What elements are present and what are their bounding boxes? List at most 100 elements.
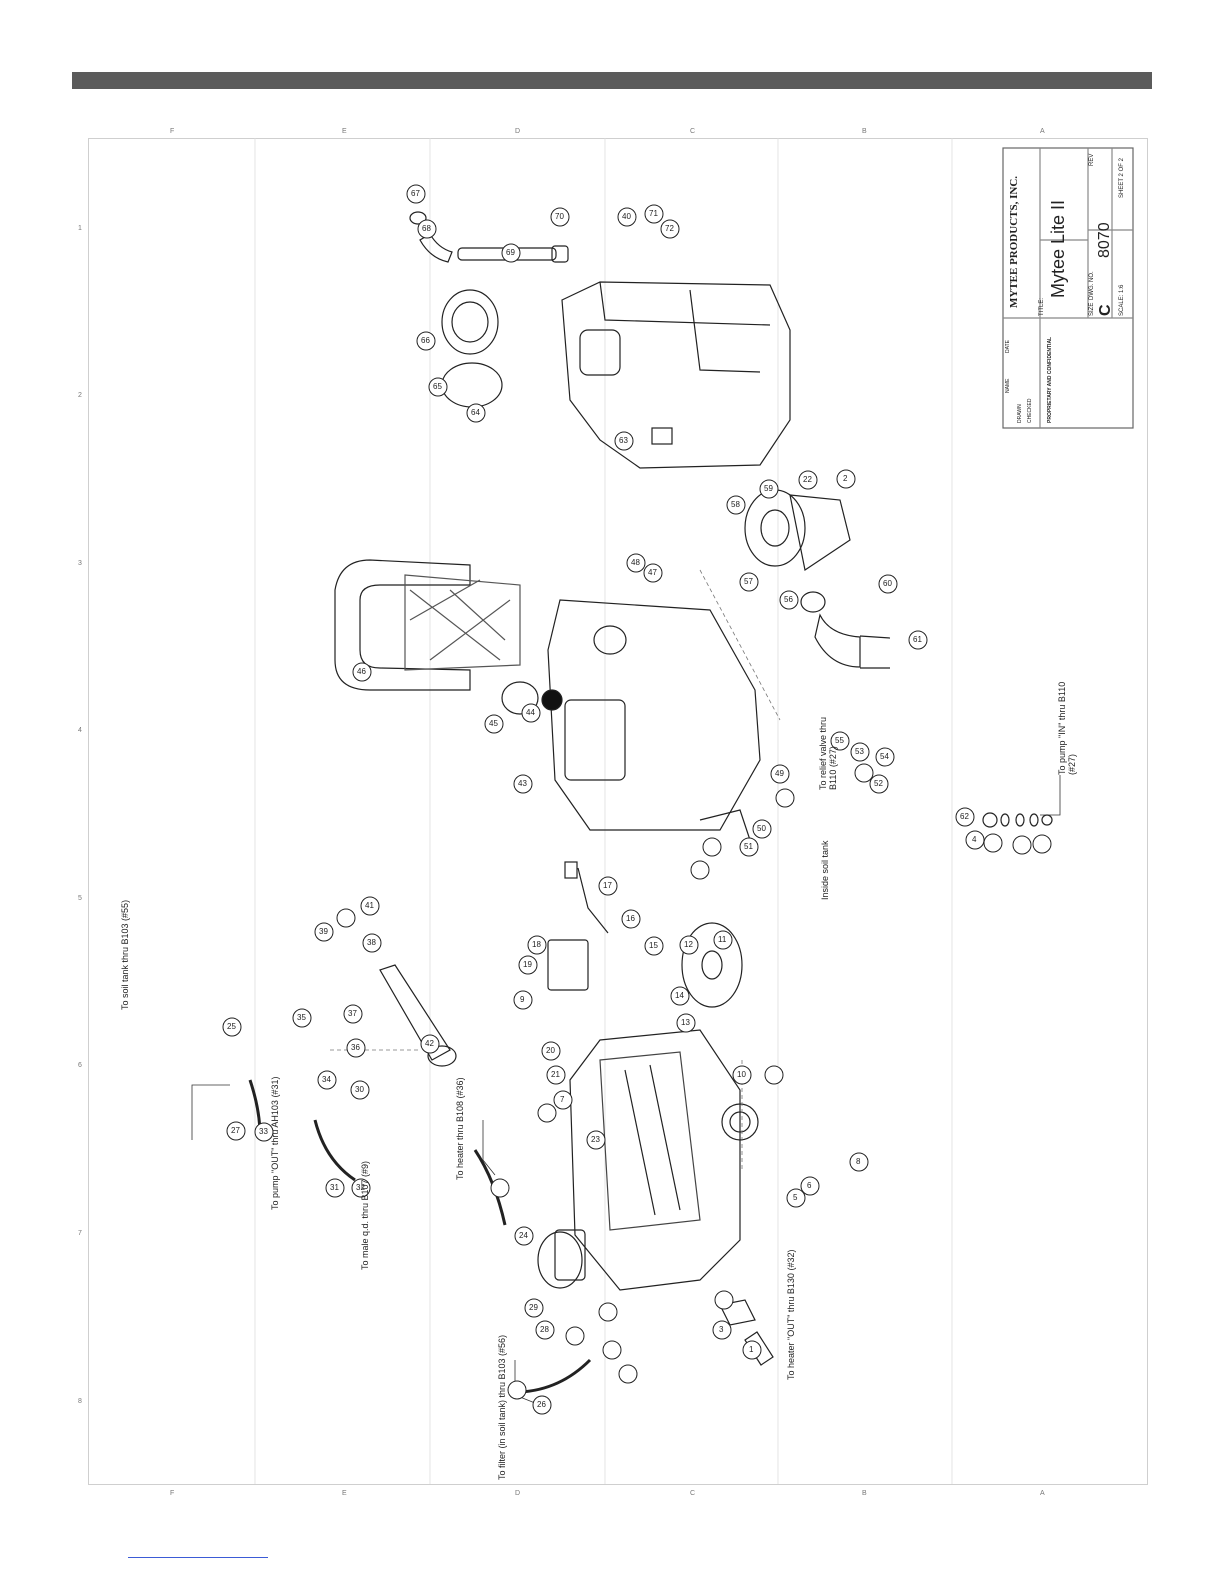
- balloon-9: 9: [520, 995, 525, 1004]
- note-to-soil-tank: To soil tank thru B103 (#55): [120, 899, 130, 1010]
- title-block-text: MYTEE PRODUCTS, INC. TITLE: Mytee Lite I…: [1003, 148, 1133, 428]
- balloon-24: 24: [519, 1231, 528, 1240]
- balloon-18: 18: [532, 940, 541, 949]
- balloon-62: 62: [960, 812, 969, 821]
- scale-label: SCALE: 1:6: [1119, 284, 1125, 316]
- balloon-41: 41: [365, 901, 374, 910]
- balloon-38: 38: [367, 938, 376, 947]
- name-label: NAME: [1005, 378, 1011, 393]
- balloon-12: 12: [684, 940, 693, 949]
- balloon-23: 23: [591, 1135, 600, 1144]
- balloon-17: 17: [603, 881, 612, 890]
- zone-label: 3: [78, 560, 82, 567]
- balloon-46: 46: [357, 667, 366, 676]
- balloon-37: 37: [348, 1009, 357, 1018]
- zone-label: B: [862, 128, 867, 135]
- zone-label: E: [342, 1490, 347, 1497]
- balloon-65: 65: [433, 382, 442, 391]
- balloon-1: 1: [749, 1345, 754, 1354]
- balloon-14: 14: [675, 991, 684, 1000]
- balloon-55: 55: [835, 736, 844, 745]
- balloon-28: 28: [540, 1325, 549, 1334]
- proprietary-heading: PROPRIETARY AND CONFIDENTIAL: [1047, 336, 1053, 423]
- balloon-72: 72: [665, 224, 674, 233]
- zone-label: C: [690, 1490, 696, 1497]
- balloon-25: 25: [227, 1022, 236, 1031]
- balloon-30: 30: [355, 1085, 364, 1094]
- zone-label: A: [1040, 128, 1045, 135]
- zone-label: D: [515, 128, 521, 135]
- balloon-31: 31: [330, 1183, 339, 1192]
- balloon-54: 54: [880, 752, 889, 761]
- balloon-43: 43: [518, 779, 527, 788]
- balloon-6: 6: [807, 1181, 812, 1190]
- balloon-16: 16: [626, 914, 635, 923]
- balloon-70: 70: [555, 212, 564, 221]
- note-inside-soil-tank: Inside soil tank: [820, 840, 830, 900]
- size-value: C: [1097, 304, 1114, 316]
- balloon-68: 68: [422, 224, 431, 233]
- zone-label: A: [1040, 1490, 1045, 1497]
- zone-label: 1: [78, 225, 82, 232]
- note-to-relief: To relief valve thru B110 (#27): [818, 716, 838, 790]
- zone-label: 8: [78, 1398, 82, 1405]
- zone-label: D: [515, 1490, 521, 1497]
- part-balloons: [222, 184, 1052, 1415]
- balloon-13: 13: [681, 1018, 690, 1027]
- page-header-bar: [72, 72, 1152, 89]
- drawing-title: Mytee Lite II: [1048, 199, 1068, 298]
- zone-label: F: [170, 1490, 175, 1497]
- note-to-pump-out: To pump "OUT" thru AH103 (#31): [270, 1076, 280, 1210]
- balloon-11: 11: [718, 935, 727, 944]
- balloon-39: 39: [319, 927, 328, 936]
- balloon-45: 45: [489, 719, 498, 728]
- balloon-47: 47: [648, 568, 657, 577]
- balloon-53: 53: [855, 747, 864, 756]
- balloon-61: 61: [913, 635, 922, 644]
- zone-label: C: [690, 128, 696, 135]
- balloon-60: 60: [883, 579, 892, 588]
- balloon-71: 71: [649, 209, 658, 218]
- balloon-15: 15: [649, 941, 658, 950]
- balloon-27: 27: [231, 1126, 240, 1135]
- balloon-26: 26: [537, 1400, 546, 1409]
- balloon-58: 58: [731, 500, 740, 509]
- balloon-3: 3: [719, 1325, 724, 1334]
- zone-label: F: [170, 128, 175, 135]
- balloon-19: 19: [523, 960, 532, 969]
- balloon-57: 57: [744, 577, 753, 586]
- zone-label: 2: [78, 392, 82, 399]
- balloon-8: 8: [856, 1157, 861, 1166]
- balloon-34: 34: [322, 1075, 331, 1084]
- balloon-4: 4: [972, 835, 977, 844]
- balloon-44: 44: [526, 708, 535, 717]
- size-label: SIZE: [1089, 302, 1095, 316]
- rev-label: REV: [1089, 153, 1095, 166]
- balloon-64: 64: [471, 408, 480, 417]
- drawn-label: DRAWN: [1017, 404, 1023, 423]
- drawing-sheet-border: [88, 138, 1148, 1485]
- balloon-20: 20: [546, 1046, 555, 1055]
- balloon-33: 33: [259, 1127, 268, 1136]
- balloon-22: 22: [803, 475, 812, 484]
- balloon-63: 63: [619, 436, 628, 445]
- checked-label: CHECKED: [1027, 398, 1033, 423]
- note-to-heater-36: To heater thru B108 (#36): [455, 1077, 465, 1180]
- balloon-59: 59: [764, 484, 773, 493]
- note-to-pump-in: To pump "IN" thru B110 (#27): [1057, 681, 1077, 775]
- note-to-filter: To filter (in soil tank) thru B103 (#56): [497, 1334, 507, 1480]
- balloon-67: 67: [411, 189, 420, 198]
- balloon-21: 21: [551, 1070, 560, 1079]
- footer-link-underline: [128, 1557, 268, 1558]
- date-label: DATE: [1005, 340, 1011, 353]
- zone-label: 4: [78, 727, 82, 734]
- balloon-7: 7: [560, 1095, 565, 1104]
- balloon-36: 36: [351, 1043, 360, 1052]
- balloon-49: 49: [775, 769, 784, 778]
- balloon-29: 29: [529, 1303, 538, 1312]
- note-to-male-qd: To male q.d. thru B107 (#9): [360, 1160, 370, 1270]
- zone-label: 7: [78, 1230, 82, 1237]
- zone-label: 6: [78, 1062, 82, 1069]
